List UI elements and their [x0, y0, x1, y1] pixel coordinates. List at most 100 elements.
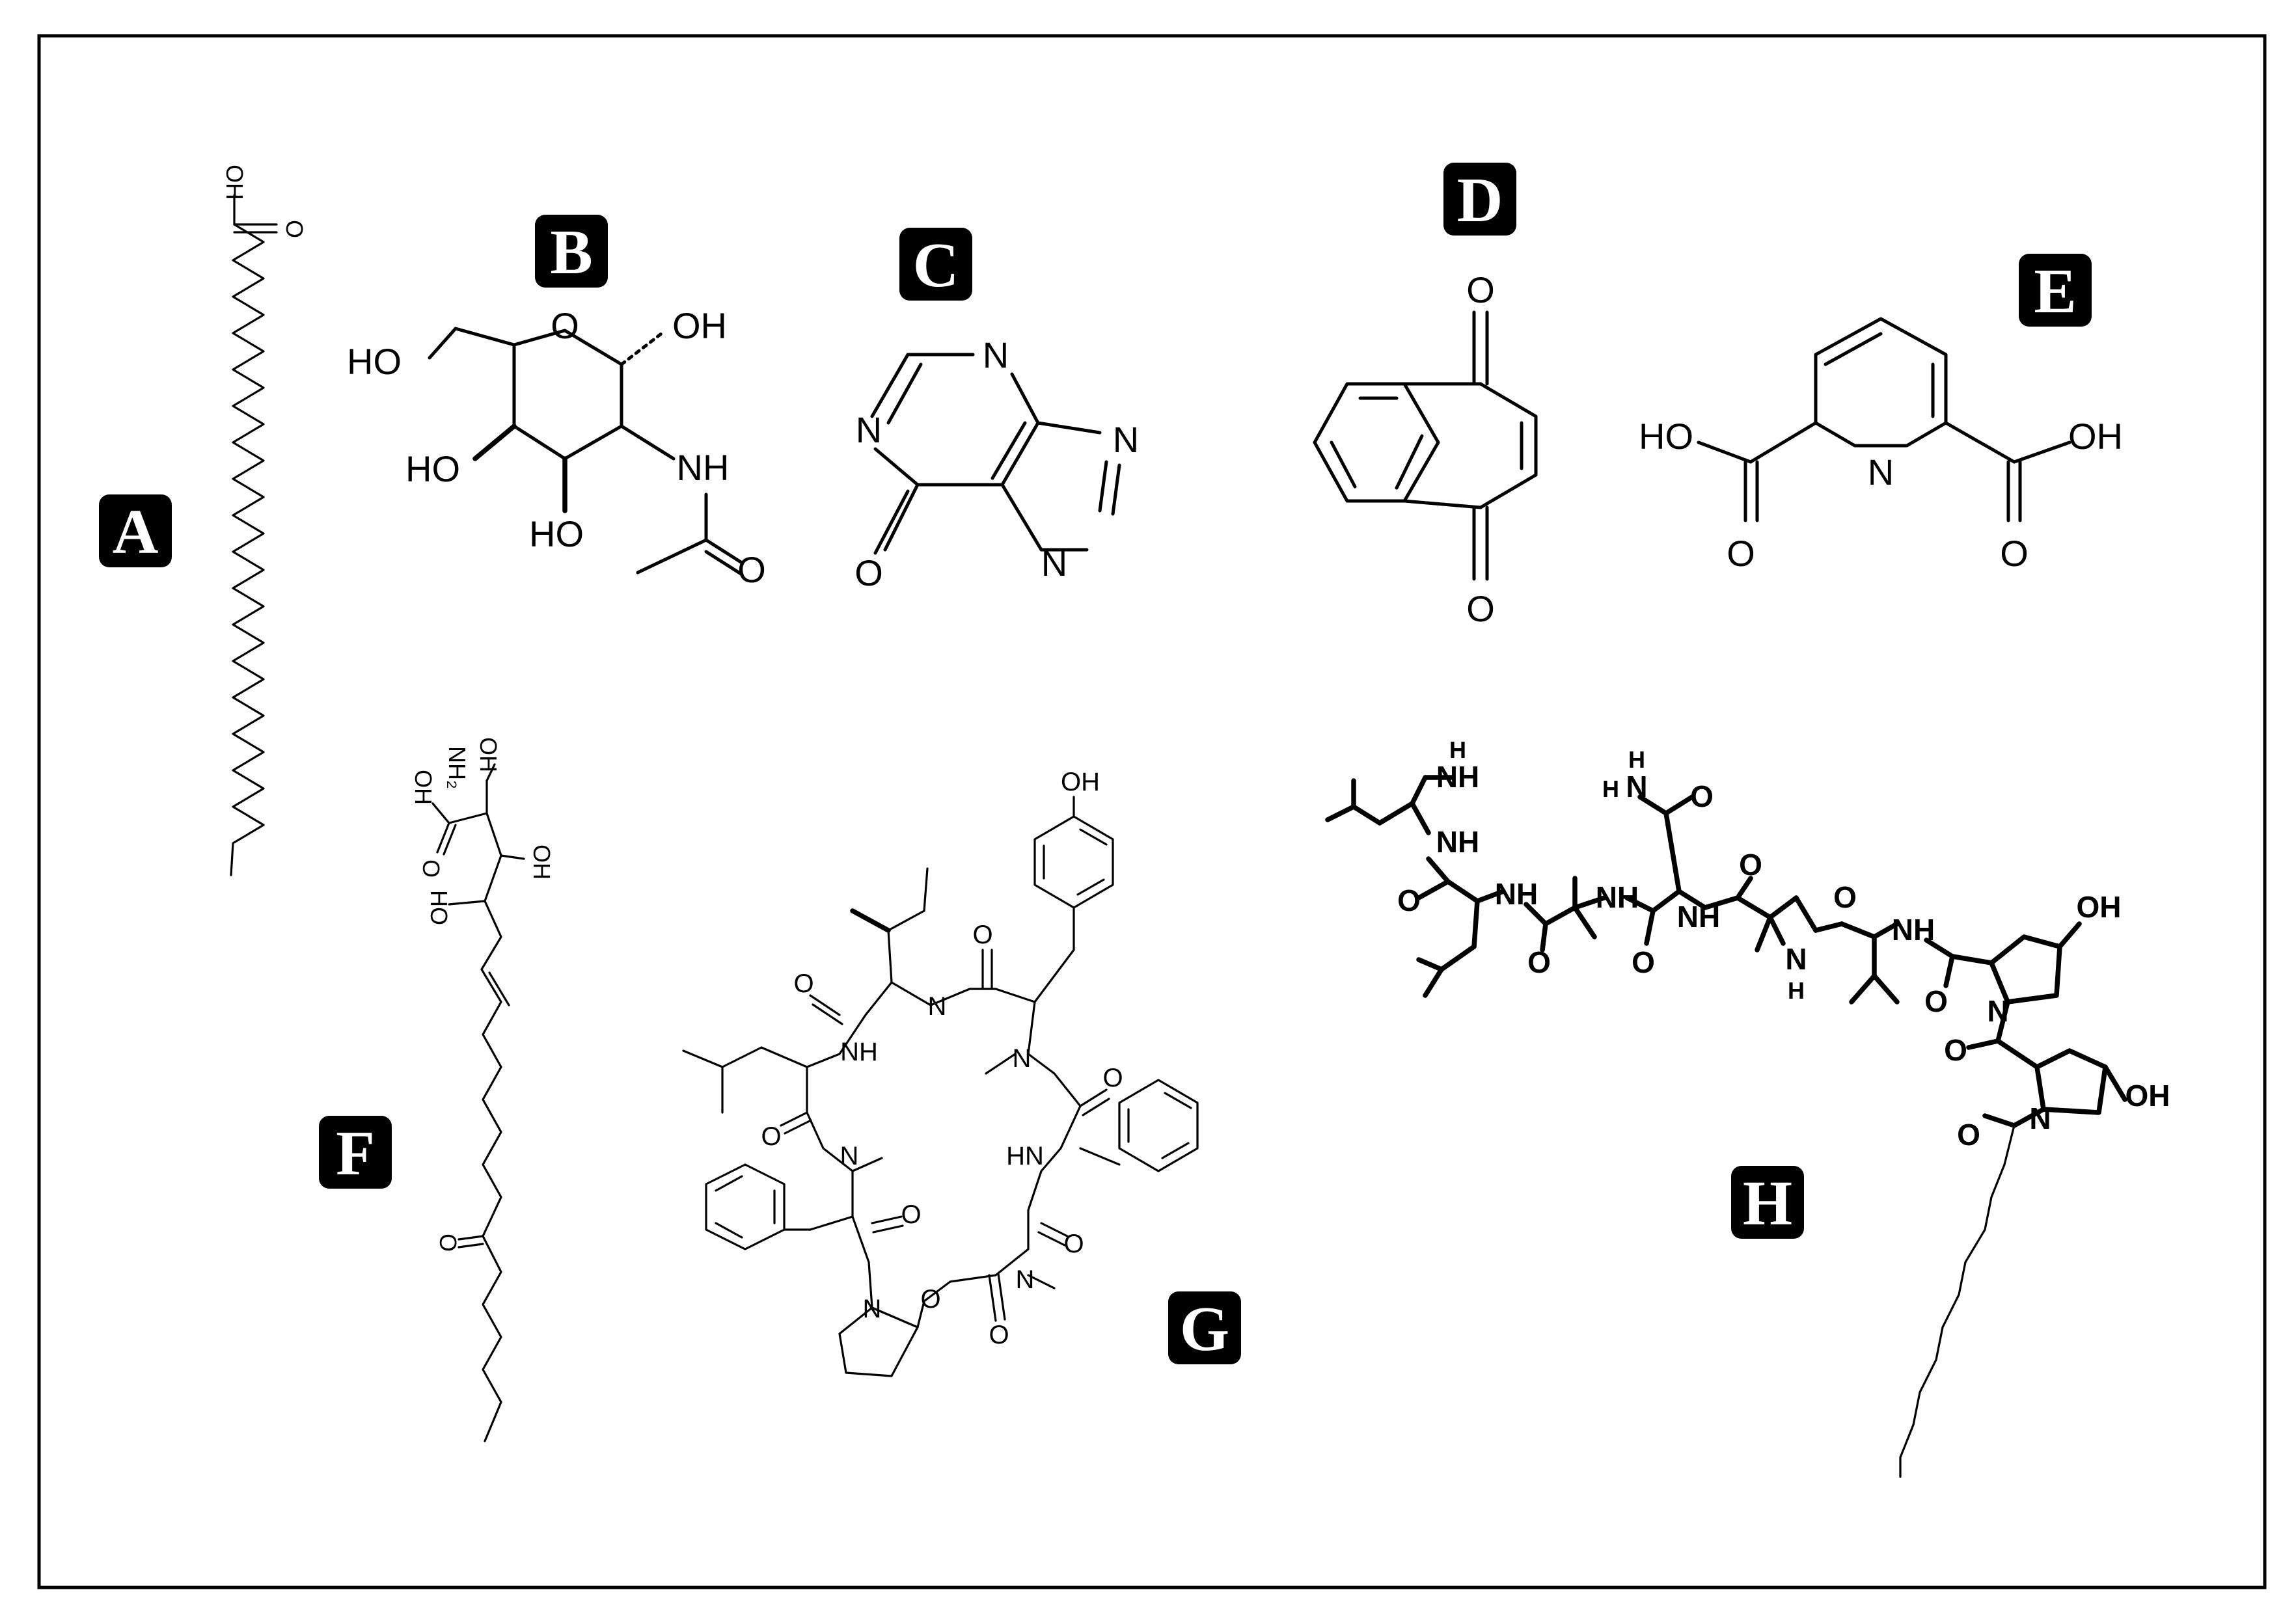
- molecule-h-n-amide-label: N: [1626, 770, 1647, 803]
- molecule-b-ho-ch2-label: HO: [347, 341, 402, 382]
- molecule-g-o1-label: O: [793, 969, 813, 998]
- molecule-a-oh-label: OH: [221, 165, 248, 200]
- molecule-f-oh-side-label: OH: [528, 844, 555, 880]
- panel-d: O O D: [1313, 163, 1538, 629]
- molecule-b-ho4-label: HO: [405, 448, 460, 489]
- label-badge-b: [535, 215, 608, 288]
- molecule-g-n1-label: N: [928, 992, 947, 1021]
- molecule-f-keto-o-label: O: [435, 1234, 461, 1252]
- label-c-text: C: [913, 230, 959, 301]
- panel-e: HO N OH O O E: [1639, 254, 2123, 574]
- molecule-h-h4-label: H: [1788, 977, 1805, 1004]
- label-badge-c: [899, 228, 972, 301]
- molecule-e-o-right-label: O: [2000, 533, 2029, 574]
- molecule-g-o3-label: O: [1102, 1064, 1123, 1092]
- molecule-h-oh1-label: OH: [2077, 890, 2122, 924]
- molecule-f-chain: [480, 900, 502, 1442]
- molecule-h-h3-label: H: [1602, 776, 1619, 802]
- label-badge-d: [1443, 163, 1516, 236]
- molecule-g-o5-label: O: [1063, 1230, 1084, 1258]
- label-a-text: A: [113, 497, 159, 567]
- molecule-e-n-label: N: [1868, 452, 1894, 493]
- molecule-b-ho3-label: HO: [529, 513, 584, 554]
- panel-a: OH O A: [99, 165, 308, 876]
- panel-f: OH NH₂ OH O OH HO O F: [319, 737, 555, 1442]
- molecule-g-n4-label: N: [1016, 1265, 1035, 1294]
- molecule-c-n3-label: N: [1113, 419, 1139, 460]
- molecule-h-o7-label: O: [1924, 984, 1948, 1018]
- panel-g: OH O N O NH N O O N O HN O N O N O G: [682, 768, 1241, 1377]
- molecule-e-ho-label: HO: [1639, 416, 1693, 457]
- molecule-f-ho-label: HO: [426, 890, 452, 925]
- label-badge-e: [2019, 254, 2092, 327]
- molecule-h-o10-label: O: [1957, 1118, 1980, 1152]
- molecule-h-lipid-tail: [1899, 1124, 2016, 1478]
- label-g-text: G: [1180, 1294, 1229, 1364]
- molecule-c-o-label: O: [854, 552, 883, 593]
- molecule-h-nh3-label: NH: [1495, 877, 1538, 911]
- molecule-c-n4-label: N: [1041, 543, 1067, 584]
- label-e-text: E: [2034, 256, 2076, 327]
- molecule-h-o3-label: O: [1690, 779, 1714, 813]
- molecule-b-oh-label: OH: [672, 305, 727, 346]
- label-d-text: D: [1457, 165, 1503, 236]
- molecule-h-nh6-label: NH: [1892, 913, 1935, 947]
- molecule-h-hyp1-ring: [1989, 934, 2062, 1005]
- molecule-h-oh2-label: OH: [2125, 1079, 2170, 1113]
- label-badge-a: [99, 494, 172, 567]
- molecule-h-o1-label: O: [1397, 884, 1421, 917]
- molecule-c-n2-label: N: [856, 409, 882, 450]
- molecule-h-nh4-label: NH: [1596, 880, 1639, 914]
- molecule-d-o-bottom-label: O: [1466, 588, 1495, 629]
- molecule-e-o-left-label: O: [1727, 533, 1755, 574]
- label-badge-f: [319, 1116, 392, 1189]
- panel-b: HO O OH HO NH HO O B: [347, 215, 766, 590]
- molecule-h-h2-label: H: [1628, 746, 1645, 773]
- molecule-g-n3-label: N: [840, 1142, 859, 1170]
- molecule-h-nh2-label: NH: [1436, 825, 1479, 859]
- molecule-f-o-carbonyl-label: O: [418, 859, 444, 878]
- molecule-e-oh-label: OH: [2068, 416, 2123, 457]
- molecule-g-n5-label: N: [863, 1295, 882, 1323]
- label-b-text: B: [550, 217, 592, 288]
- molecule-g-o4-label: O: [761, 1122, 781, 1151]
- molecule-h-h1-label: H: [1449, 736, 1466, 763]
- molecule-g-hn-label: HN: [1006, 1142, 1044, 1170]
- molecule-e-pyridine-ring: [1814, 317, 1948, 448]
- molecule-h-n-val-label: N: [1785, 942, 1807, 976]
- molecule-h-nh1-label: NH: [1436, 760, 1479, 794]
- molecule-f-oh-top-label: OH: [475, 737, 502, 772]
- molecule-g-phenyl-right-ring: [1118, 1079, 1199, 1172]
- molecule-h-n-hyp1-label: N: [1987, 994, 2008, 1028]
- label-badge-g: [1168, 1291, 1241, 1364]
- molecule-g-o6-label: O: [901, 1200, 921, 1229]
- molecule-g-proline-ring: [838, 1306, 919, 1377]
- molecule-c-n1-label: N: [983, 334, 1009, 375]
- molecule-g-nh1-label: NH: [840, 1038, 878, 1066]
- molecule-a-chain: [230, 223, 265, 876]
- molecule-h-o5-label: O: [1739, 848, 1762, 882]
- molecule-g-o2-label: O: [972, 921, 992, 949]
- label-h-text: H: [1743, 1168, 1792, 1239]
- molecule-h-hyp2-ring: [2034, 1048, 2108, 1115]
- molecule-h-n-hyp2-label: N: [2029, 1101, 2051, 1135]
- molecule-g-n2-label: N: [1013, 1044, 1032, 1073]
- molecule-a-o-label: O: [281, 220, 308, 238]
- molecule-h-o4-label: O: [1632, 945, 1655, 979]
- molecule-g-o8-label: O: [920, 1285, 940, 1314]
- molecule-g-macrocycle: [806, 981, 1082, 1329]
- panel-c: N N N N O C: [854, 228, 1139, 593]
- molecule-b-nh-label: NH: [677, 447, 730, 488]
- molecule-b-ring-o-label: O: [551, 305, 579, 346]
- panel-h: NH H NH O NH NH O H H N O NH O O N H NH …: [1325, 736, 2170, 1478]
- molecule-d-o-top-label: O: [1466, 269, 1495, 310]
- molecule-h-nh5-label: NH: [1677, 900, 1720, 934]
- label-f-text: F: [336, 1118, 375, 1189]
- molecule-f-nh2-label: NH₂: [444, 746, 471, 789]
- molecule-h-o2-label: O: [1527, 945, 1551, 979]
- molecule-g-o7-label: O: [989, 1321, 1009, 1349]
- molecule-h-o6-label: O: [1833, 880, 1857, 914]
- molecule-h-o8-label: O: [1944, 1033, 1967, 1067]
- label-badge-h: [1731, 1166, 1804, 1239]
